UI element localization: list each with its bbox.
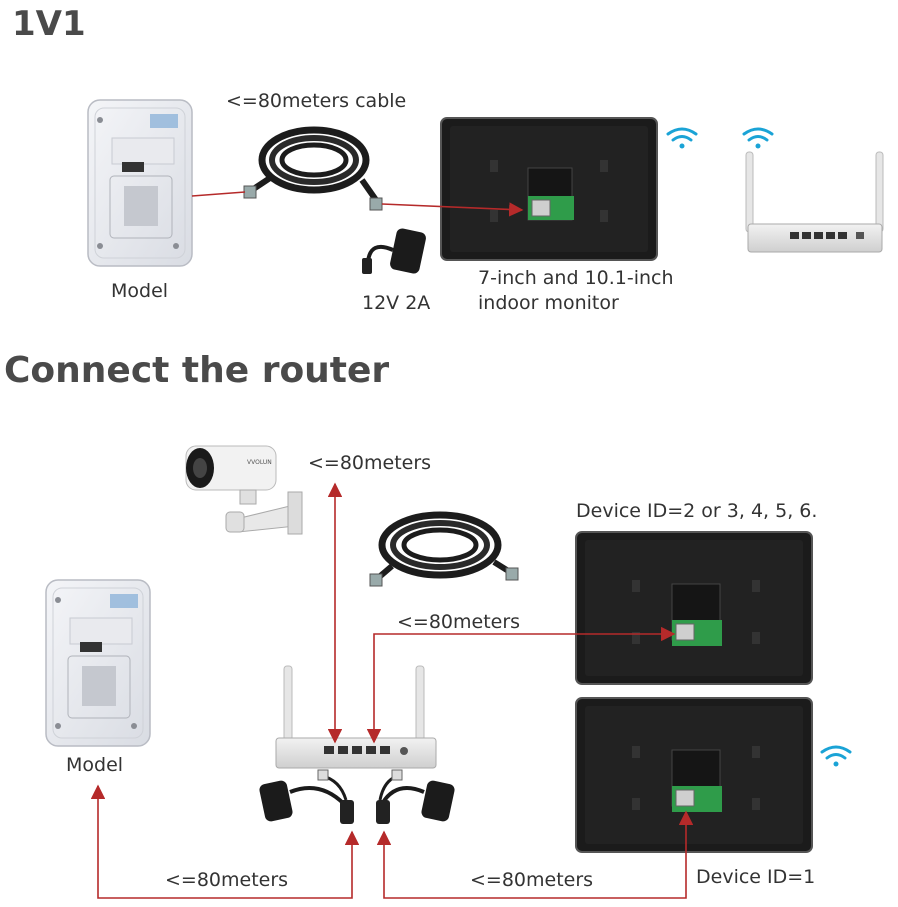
monitor-label-line2: indoor monitor <box>478 292 619 314</box>
wifi-icon <box>666 127 698 149</box>
adapter-label: 12V 2A <box>362 292 431 314</box>
section-title-1v1: 1V1 <box>12 4 86 44</box>
device-id-top-label: Device ID=2 or 3, 4, 5, 6. <box>576 500 818 522</box>
camera-icon <box>185 445 303 535</box>
door-station-label-2: Model <box>66 754 124 776</box>
indoor-monitor-icon <box>440 117 658 261</box>
monitor-bottom-distance-label: <=80meters <box>470 869 594 891</box>
door-station-label: Model <box>111 280 169 302</box>
cable-coil-icon <box>369 511 519 587</box>
power-adapter-icon <box>362 228 426 274</box>
indoor-monitor-icon <box>575 531 813 685</box>
monitor-label-line1: 7-inch and 10.1-inch <box>478 267 674 289</box>
cable-length-label: <=80meters cable <box>226 90 407 112</box>
indoor-monitor-icon <box>575 697 813 853</box>
device-id-bottom-label: Device ID=1 <box>696 866 816 888</box>
router-icon <box>275 665 437 769</box>
door-station-icon <box>87 99 193 267</box>
section-title-router: Connect the router <box>4 350 390 391</box>
wifi-icon <box>820 745 852 767</box>
router-icon <box>745 151 884 253</box>
door-station-icon <box>45 579 151 747</box>
station-distance-label: <=80meters <box>165 869 289 891</box>
camera-distance-label: <=80meters <box>308 452 432 474</box>
cable-coil-icon <box>243 126 383 211</box>
wifi-icon <box>742 127 774 149</box>
power-adapter-icon <box>259 769 354 824</box>
camera-brand-text: VVOLUN <box>247 459 272 466</box>
power-adapter-icon <box>376 769 455 824</box>
